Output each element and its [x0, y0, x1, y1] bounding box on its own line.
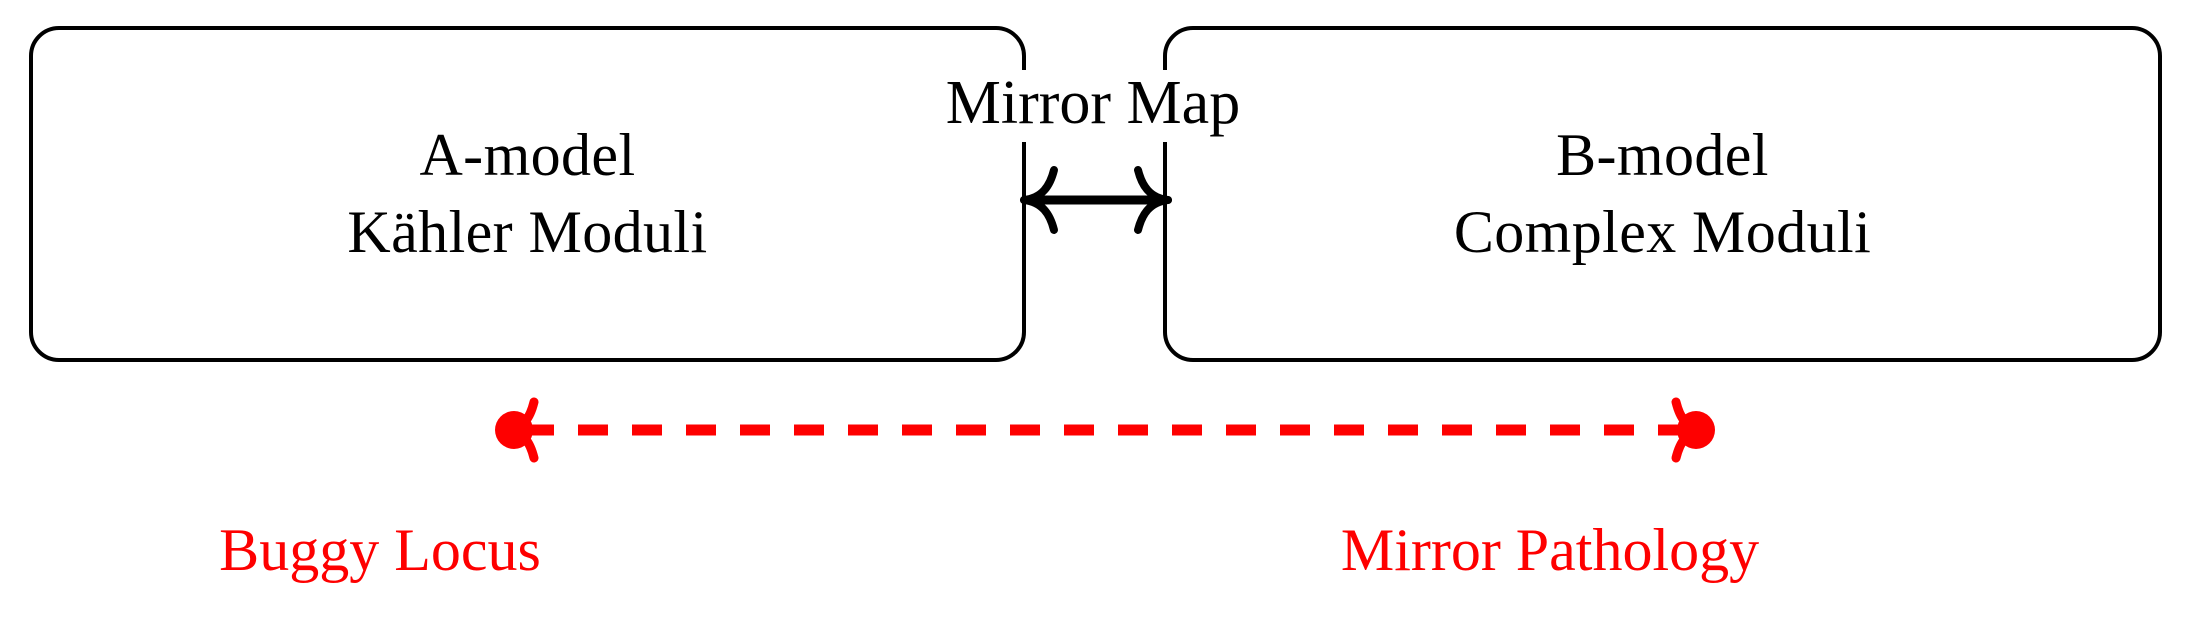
mirror-map-label: Mirror Map	[0, 70, 2186, 142]
a-model-title: A-model	[419, 122, 636, 189]
buggy-locus-endpoint-dot	[495, 411, 533, 449]
node-box-b-model[interactable]: B-model Complex Moduli	[1163, 26, 2162, 362]
mirror-pathology-endpoint-dot	[1677, 411, 1715, 449]
a-model-subtitle: Kähler Moduli	[347, 199, 708, 265]
mirror-map-double-arrow-icon	[1020, 166, 1172, 234]
caption-buggy-locus: Buggy Locus	[219, 517, 541, 583]
b-model-title: B-model	[1556, 122, 1769, 189]
b-model-subtitle: Complex Moduli	[1453, 199, 1872, 265]
mirror-map-label-text: Mirror Map	[941, 70, 1245, 142]
node-box-a-model[interactable]: A-model Kähler Moduli	[29, 26, 1026, 362]
buggy-locus-pathology-connector[interactable]	[480, 388, 1730, 472]
caption-mirror-pathology: Mirror Pathology	[1340, 517, 1760, 583]
